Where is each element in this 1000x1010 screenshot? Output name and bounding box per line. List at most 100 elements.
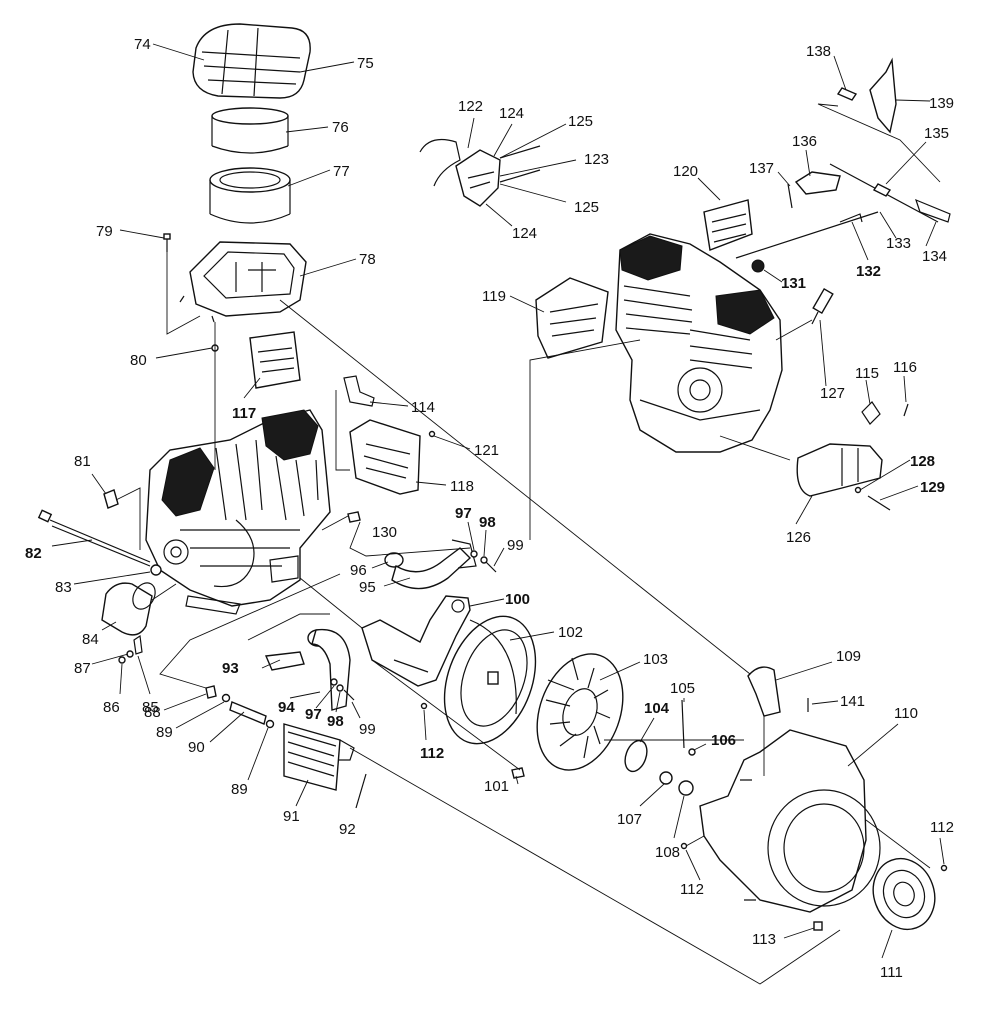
starter-motor-126	[796, 443, 883, 497]
label-91: 91	[283, 808, 300, 825]
flywheel-102	[443, 615, 537, 745]
label-118: 118	[450, 478, 474, 495]
label-106: 106	[711, 732, 736, 749]
label-94: 94	[278, 699, 295, 716]
engine-assembly-detail	[615, 233, 783, 453]
label-125-bottom: 125	[574, 199, 599, 216]
label-128: 128	[910, 453, 935, 470]
engine-assembly-main	[145, 409, 331, 615]
label-141: 141	[840, 693, 865, 710]
label-76: 76	[332, 119, 349, 136]
label-121: 121	[474, 442, 499, 459]
part-labels: 74 75 76 77 78 79 80 81 82 83 84 85 86 8…	[25, 36, 954, 981]
label-96: 96	[350, 562, 367, 579]
label-105: 105	[670, 680, 695, 697]
label-85: 85	[142, 699, 159, 716]
label-126: 126	[786, 529, 811, 546]
label-89-right: 89	[231, 781, 248, 798]
label-84: 84	[82, 631, 99, 648]
label-138: 138	[806, 43, 831, 60]
label-77: 77	[333, 163, 350, 180]
washer-128	[854, 486, 862, 494]
label-133: 133	[886, 235, 911, 252]
washer-107	[659, 771, 673, 785]
lever-139	[869, 57, 897, 134]
clip-113	[813, 921, 823, 931]
blower-duct-109	[747, 666, 781, 717]
label-93: 93	[222, 660, 239, 677]
label-129: 129	[920, 479, 945, 496]
exhaust-pipe-93-94	[264, 628, 351, 711]
screw-116	[903, 403, 909, 417]
air-filter-element	[209, 167, 291, 224]
grille-guard-111	[872, 857, 936, 931]
label-135: 135	[924, 125, 949, 142]
oil-drain-hose-assembly	[205, 685, 275, 729]
label-99-upper: 99	[507, 537, 524, 554]
cylinder-shield-119	[535, 277, 609, 359]
throttle-bracket-assembly	[419, 139, 541, 207]
screw-112-right	[940, 864, 948, 872]
screw-112-left	[680, 842, 688, 850]
label-103: 103	[643, 651, 668, 668]
label-99-lower: 99	[359, 721, 376, 738]
label-131: 131	[781, 275, 806, 292]
spark-plug-127	[811, 288, 834, 325]
label-74: 74	[134, 36, 151, 53]
label-107: 107	[617, 811, 642, 828]
label-117: 117	[232, 405, 256, 422]
label-130: 130	[372, 524, 397, 541]
label-137: 137	[749, 160, 774, 177]
spring-135	[872, 183, 892, 197]
blower-housing-inner-100	[361, 595, 471, 687]
blower-housing-110	[699, 729, 881, 913]
control-linkage-132	[735, 211, 879, 259]
label-89-left: 89	[156, 724, 173, 741]
label-111: 111	[880, 964, 903, 981]
label-80: 80	[130, 352, 147, 369]
air-filter-precleaner-ring	[211, 107, 289, 154]
cylinder-shield-118	[349, 419, 421, 495]
screw-79	[163, 233, 171, 252]
label-97-lower: 97	[305, 706, 322, 723]
label-112-left: 112	[680, 881, 704, 898]
label-75: 75	[357, 55, 374, 72]
label-139: 139	[929, 95, 954, 112]
bracket-115	[861, 401, 881, 425]
label-97-upper: 97	[455, 505, 472, 522]
label-124-bottom: 124	[512, 225, 537, 242]
label-109: 109	[836, 648, 861, 665]
label-83: 83	[55, 579, 72, 596]
label-134: 134	[922, 248, 947, 265]
screw-121	[428, 430, 436, 438]
label-102: 102	[558, 624, 583, 641]
label-98-lower: 98	[327, 713, 344, 730]
nut-131	[751, 259, 765, 273]
label-104: 104	[644, 700, 670, 717]
dipstick-82	[37, 509, 151, 567]
oil-fill-cap-81	[103, 489, 119, 509]
label-120: 120	[673, 163, 698, 180]
label-136: 136	[792, 133, 817, 150]
screw-92	[355, 773, 367, 809]
bracket-136	[794, 171, 841, 195]
label-112-right: 112	[930, 819, 954, 836]
label-100: 100	[505, 591, 530, 608]
label-79: 79	[96, 223, 113, 240]
oil-cooler-91	[283, 723, 355, 791]
label-119: 119	[482, 288, 506, 305]
exhaust-hardware-lower	[330, 678, 355, 701]
lever-134	[915, 198, 951, 223]
label-112-center: 112	[420, 745, 444, 762]
label-82: 82	[25, 545, 42, 562]
bracket-114	[343, 375, 375, 407]
label-113: 113	[752, 931, 776, 948]
exhaust-pipe-95-96	[384, 539, 477, 590]
label-125-top: 125	[568, 113, 593, 130]
cylinder-shield-120	[703, 199, 753, 251]
label-108: 108	[655, 844, 680, 861]
label-127: 127	[820, 385, 845, 402]
label-81: 81	[74, 453, 91, 470]
exhaust-hardware-upper	[470, 550, 497, 573]
label-92: 92	[339, 821, 356, 838]
